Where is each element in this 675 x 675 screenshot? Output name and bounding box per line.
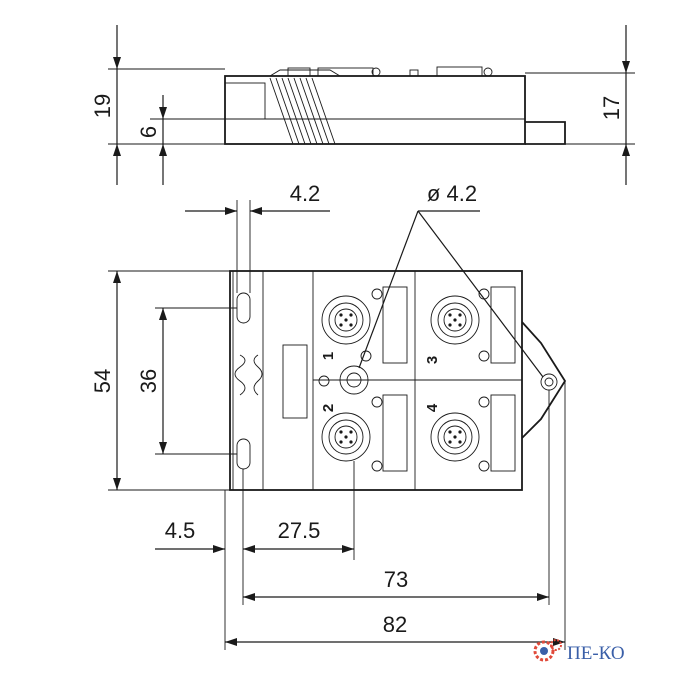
dim-27-5: 27.5 [243,518,354,553]
top-body-outline [229,270,523,491]
dim-4-2-slot: 4.2 [185,181,330,293]
side-label-stripes [269,77,336,145]
dim-4-2-slot-label: 4.2 [290,181,321,206]
mounting-hole-bottom [236,438,251,470]
port-4-label: 4 [424,403,441,412]
dim-54: 54 [90,270,230,491]
dim-27-5-label: 27.5 [278,518,321,543]
port-2-label: 2 [320,404,337,412]
port-2: 2 [320,394,408,472]
mounting-hole-top [236,292,251,324]
port-3-label: 3 [424,356,441,364]
dim-6: 6 [136,95,167,185]
side-left-block [224,82,266,120]
watermark-logo: ПЕ-КО [533,639,625,664]
top-view: 1 2 [90,181,567,650]
watermark-text: ПЕ-КО [567,643,625,664]
right-mounting-tab [521,321,567,439]
side-mounting-tab [525,121,566,145]
dim-diameter-4-2: ø 4.2 [358,181,544,378]
side-view: 19 6 17 [90,25,635,185]
dim-6-label: 6 [136,126,161,138]
dim-73: 73 [243,567,549,601]
dim-36: 36 [136,307,237,455]
side-body-outline [224,75,526,145]
dim-82-label: 82 [383,612,407,637]
dim-73-label: 73 [384,567,408,592]
dim-17: 17 [599,25,630,185]
dim-4-5: 4.5 [155,518,255,553]
port-1-label: 1 [320,352,337,360]
dim-36-label: 36 [136,369,161,393]
center-mounting-hole [318,365,369,395]
dim-19: 19 [90,25,121,185]
dim-54-label: 54 [90,369,115,393]
dim-17-label: 17 [599,96,624,120]
label-window [282,344,308,419]
dim-4-5-label: 4.5 [165,518,196,543]
dim-19-label: 19 [90,94,115,118]
gear-icon [533,639,562,662]
dim-82: 82 [225,612,565,646]
port-4: 4 [424,394,516,472]
port-3: 3 [424,286,516,364]
dim-diameter-label: ø 4.2 [427,181,477,206]
port-1: 1 [320,286,408,364]
